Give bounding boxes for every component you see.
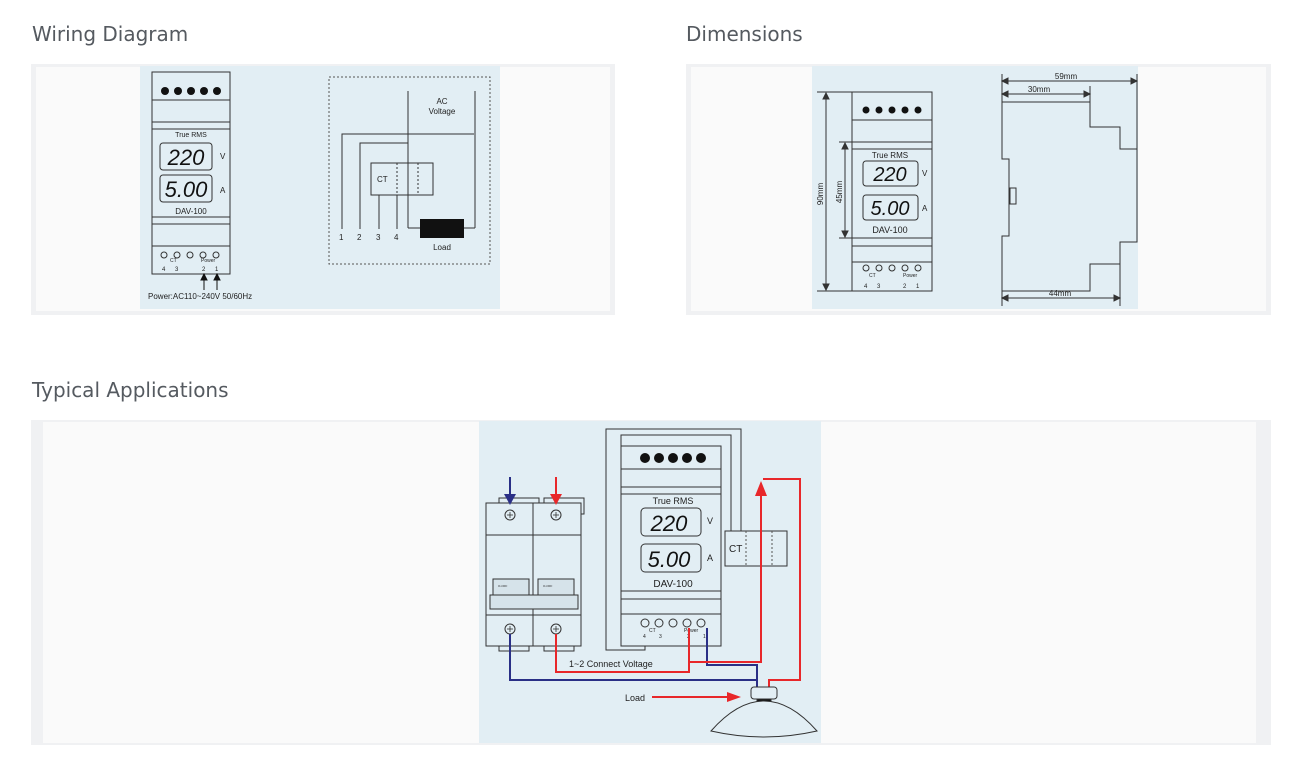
schematic-terminal-1: 1 bbox=[339, 233, 344, 242]
ct-terminal-label: CT bbox=[869, 273, 876, 279]
indicator-dots bbox=[161, 87, 221, 95]
current-unit: A bbox=[707, 553, 713, 563]
wiring-diagram-panel: True RMS 220 V 5.00 A DAV-100 CT Power 4… bbox=[31, 64, 615, 315]
voltage-label: Voltage bbox=[429, 107, 456, 116]
schematic-border bbox=[328, 76, 491, 265]
height-total-label: 90mm bbox=[816, 183, 825, 206]
terminal-4: 4 bbox=[643, 634, 646, 640]
terminal-3: 3 bbox=[659, 634, 662, 640]
ac-label: AC bbox=[436, 97, 447, 106]
voltage-reading: 220 bbox=[650, 511, 688, 536]
terminal-3: 3 bbox=[175, 267, 179, 273]
live-input-arrow bbox=[550, 494, 562, 505]
wiring-diagram-heading: Wiring Diagram bbox=[32, 22, 189, 46]
ct-sensor-label: CT bbox=[729, 544, 742, 555]
model-label: DAV-100 bbox=[653, 579, 693, 590]
terminal-4: 4 bbox=[864, 284, 868, 290]
true-rms-label: True RMS bbox=[175, 132, 207, 139]
terminal-2: 2 bbox=[202, 267, 206, 273]
depth-dimension-lines bbox=[1000, 74, 1138, 306]
neutral-wire bbox=[509, 628, 758, 689]
terminal-1: 1 bbox=[215, 267, 219, 273]
current-reading: 5.00 bbox=[165, 177, 209, 202]
wiring-diagram-figure: True RMS 220 V 5.00 A DAV-100 CT Power 4… bbox=[140, 66, 500, 309]
depth-base-label: 44mm bbox=[1049, 289, 1072, 298]
voltage-unit: V bbox=[707, 516, 713, 526]
typical-applications-heading: Typical Applications bbox=[32, 378, 229, 402]
terminal-circles bbox=[160, 251, 220, 259]
ct-terminal-label: CT bbox=[170, 258, 177, 264]
current-reading: 5.00 bbox=[648, 547, 692, 572]
depth-front-label: 30mm bbox=[1028, 85, 1051, 94]
schematic-wiring bbox=[341, 91, 476, 229]
load-label: Load bbox=[433, 243, 451, 252]
dimensions-heading: Dimensions bbox=[686, 22, 803, 46]
live-return-arrow bbox=[755, 481, 767, 496]
height-window-label: 45mm bbox=[835, 181, 844, 204]
current-unit: A bbox=[220, 186, 226, 195]
voltage-unit: V bbox=[922, 169, 928, 178]
schematic-terminal-2: 2 bbox=[357, 233, 362, 242]
typical-applications-figure: O-OFF O-OFF True RMS 220 V 5.00 A bbox=[479, 421, 821, 743]
schematic-terminal-3: 3 bbox=[376, 233, 381, 242]
terminal-3: 3 bbox=[877, 284, 881, 290]
dimensions-panel: True RMS 220 V 5.00 A DAV-100 CT Power 4… bbox=[686, 64, 1271, 315]
current-reading: 5.00 bbox=[871, 198, 910, 220]
model-label: DAV-100 bbox=[175, 207, 207, 216]
load-arrow-head bbox=[727, 692, 741, 702]
breaker-switch-label-left: O-OFF bbox=[498, 584, 507, 588]
true-rms-label: True RMS bbox=[653, 496, 694, 506]
ct-terminal-label: CT bbox=[649, 628, 656, 634]
terminal-1: 1 bbox=[703, 634, 706, 640]
live-wire bbox=[555, 478, 801, 689]
screw-icons bbox=[507, 512, 559, 632]
indicator-dots bbox=[640, 453, 706, 463]
current-unit: A bbox=[922, 204, 928, 213]
terminal-2: 2 bbox=[903, 284, 907, 290]
voltage-unit: V bbox=[220, 152, 226, 161]
typical-applications-panel: O-OFF O-OFF True RMS 220 V 5.00 A bbox=[31, 420, 1271, 745]
circuit-breaker bbox=[485, 497, 585, 652]
load-block bbox=[420, 219, 464, 238]
breaker-switch-label-right: O-OFF bbox=[543, 584, 552, 588]
ct-label: CT bbox=[377, 175, 388, 184]
height-dimension-lines bbox=[817, 91, 852, 292]
voltage-reading: 220 bbox=[167, 145, 205, 170]
voltage-reading: 220 bbox=[872, 164, 906, 186]
ct-sensor bbox=[724, 530, 788, 567]
din-clip bbox=[1009, 187, 1017, 205]
power-terminal-label: Power bbox=[684, 628, 699, 634]
terminal-circles bbox=[862, 264, 922, 272]
power-terminal-label: Power bbox=[903, 273, 918, 279]
true-rms-label: True RMS bbox=[872, 151, 908, 160]
connect-voltage-note: 1~2 Connect Voltage bbox=[569, 659, 653, 669]
device-side-view bbox=[1001, 101, 1138, 292]
power-spec-note: Power:AC110~240V 50/60Hz bbox=[148, 292, 252, 301]
power-arrows bbox=[200, 272, 221, 290]
power-terminal-label: Power bbox=[201, 258, 216, 264]
schematic-terminal-4: 4 bbox=[394, 233, 399, 242]
indicator-dots bbox=[862, 106, 922, 114]
lamp-load bbox=[710, 686, 818, 738]
terminal-circles bbox=[640, 618, 706, 628]
device-front-view bbox=[151, 71, 231, 275]
dimensions-figure: True RMS 220 V 5.00 A DAV-100 CT Power 4… bbox=[812, 66, 1138, 309]
model-label: DAV-100 bbox=[872, 225, 907, 235]
terminal-4: 4 bbox=[162, 267, 166, 273]
neutral-input-arrow bbox=[504, 494, 516, 505]
terminal-1: 1 bbox=[916, 284, 920, 290]
device-front-view bbox=[851, 91, 933, 292]
load-label: Load bbox=[625, 693, 645, 703]
device-front-view bbox=[620, 445, 722, 647]
depth-total-label: 59mm bbox=[1055, 72, 1078, 81]
